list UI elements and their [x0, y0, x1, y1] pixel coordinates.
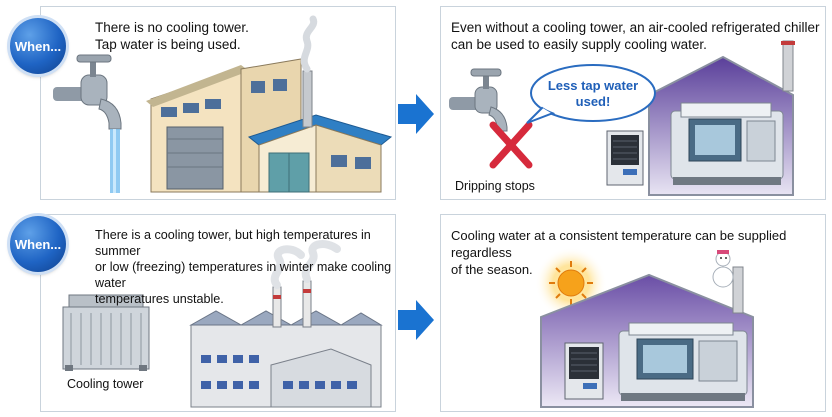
factory-icon	[189, 240, 383, 408]
right-arrow-icon	[398, 300, 434, 340]
machine-tool-icon	[618, 322, 748, 401]
chiller-unit-icon	[606, 130, 644, 186]
dripping-stops-caption: Dripping stops	[455, 179, 535, 193]
problem-illustration-1	[53, 15, 393, 193]
solution-illustration-2	[535, 247, 754, 408]
problem-text-2-line-3: temperatures unstable.	[95, 292, 224, 306]
solution-text-1-line-2: can be used to easily supply cooling wat…	[451, 37, 707, 52]
problem-panel-1: There is no cooling tower. Tap water is …	[40, 6, 396, 200]
bubble-text-line-1: Less tap water	[547, 78, 639, 93]
solution-text-2-line-2: of the season.	[451, 262, 533, 277]
problem-text-1-line-1: There is no cooling tower.	[95, 20, 249, 35]
chiller-unit-icon	[564, 342, 604, 400]
solution-panel-2: Cooling water at a consistent temperatur…	[440, 214, 826, 412]
solution-panel-1: Even without a cooling tower, an air-coo…	[440, 6, 826, 200]
snowman-icon	[712, 250, 734, 288]
speech-bubble	[526, 64, 656, 124]
water-stream-icon	[110, 129, 120, 193]
problem-text-2-line-1: There is a cooling tower, but high tempe…	[95, 228, 371, 258]
problem-panel-2: There is a cooling tower, but high tempe…	[40, 214, 396, 412]
problem-illustration-2	[62, 240, 383, 408]
problem-text-2-line-2: or low (freezing) temperatures in winter…	[95, 260, 392, 290]
when-badge-1: When...	[10, 18, 66, 74]
right-arrow-icon	[398, 94, 434, 134]
cross-icon	[489, 121, 533, 169]
machine-tool-icon	[670, 102, 784, 185]
cooling-tower-icon	[62, 294, 150, 371]
cooling-tower-caption: Cooling tower	[67, 377, 144, 391]
house-icon	[146, 58, 393, 193]
faucet-icon	[449, 68, 508, 132]
solution-illustration-1	[449, 40, 795, 196]
solution-text-2-line-1: Cooling water at a consistent temperatur…	[451, 228, 787, 260]
faucet-icon	[53, 54, 122, 130]
bubble-text-line-2: used!	[575, 94, 611, 109]
problem-text-1-line-2: Tap water is being used.	[95, 37, 241, 52]
chimney-icon	[300, 15, 318, 128]
solution-text-1-line-1: Even without a cooling tower, an air-coo…	[451, 20, 820, 35]
when-badge-2: When...	[10, 216, 66, 272]
